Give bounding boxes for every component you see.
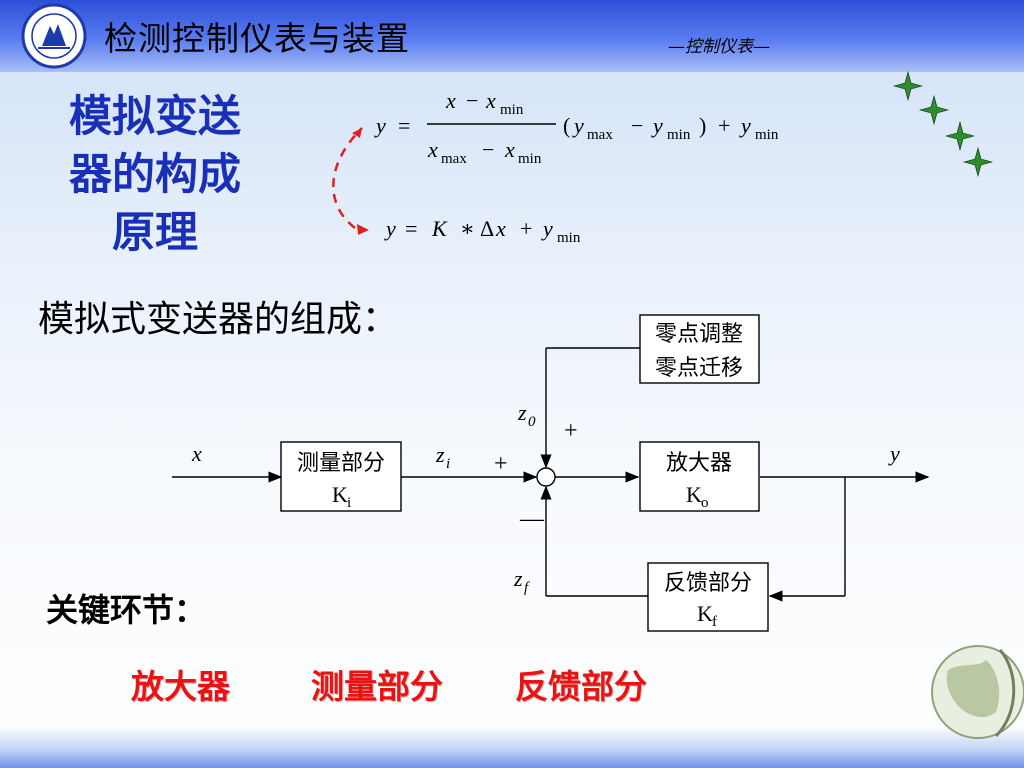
feedback-gain-sub: f	[712, 614, 717, 630]
eq1-ymax: y	[572, 113, 584, 138]
amp-gain: K	[686, 482, 702, 507]
key-label: 关键环节：	[46, 591, 207, 629]
dashed-arrow	[332, 127, 363, 229]
eq1-plus: +	[718, 113, 730, 138]
globe-continent	[946, 660, 1000, 718]
eq1-equals: =	[398, 113, 410, 138]
eq1-paren-open: (	[563, 113, 570, 138]
eq1-lhs: y	[374, 113, 386, 138]
zero-block	[639, 314, 760, 384]
eq2-y: y	[384, 216, 396, 241]
eq1-den-xmin: x	[504, 137, 515, 162]
zi-label: z	[435, 442, 445, 467]
amp-block-label: 放大器	[666, 451, 732, 476]
measure-block-label: 测量部分	[297, 451, 385, 476]
course-title: 检测控制仪表与装置	[104, 19, 410, 58]
eq1-den-sub-min: min	[518, 151, 542, 167]
arrow-head-up-icon	[352, 128, 362, 138]
eq1-num-xmin: x	[485, 88, 496, 113]
eq1-sub-min: min	[667, 127, 691, 143]
section-title: 模拟变送 器的构成 原理	[40, 88, 270, 262]
sign-left: +	[494, 451, 508, 477]
measure-block	[280, 441, 402, 512]
composition-title: 模拟式变送器的组成：	[38, 299, 399, 340]
z0-sub: 0	[528, 414, 536, 430]
star-icon	[962, 146, 994, 178]
summing-junction-icon	[536, 467, 556, 487]
eq1-num-minus: −	[466, 88, 478, 113]
zf-label: z	[513, 566, 523, 591]
key-item-feedback: 反馈部分	[515, 667, 647, 706]
key-item-measure: 测量部分	[311, 667, 443, 706]
eq2-plus: +	[520, 216, 532, 241]
bottom-band	[0, 726, 1024, 768]
decorative-stars	[892, 70, 994, 178]
zi-sub: i	[446, 456, 450, 472]
eq1-den-minus: −	[482, 137, 494, 162]
eq1-paren-close: )	[699, 113, 706, 138]
output-label: y	[888, 441, 900, 466]
dashed-curve	[332, 127, 363, 229]
eq1-sub-min2: min	[755, 127, 779, 143]
globe-icon	[931, 645, 1024, 739]
eq2-K: K	[431, 216, 448, 241]
section-title-line: 器的构成	[69, 150, 241, 200]
eq2-ymin: y	[541, 216, 553, 241]
sign-bottom: —	[519, 506, 545, 532]
star-icon	[892, 70, 924, 102]
zero-block-line1: 零点调整	[655, 322, 743, 347]
z0-label: z	[517, 400, 527, 425]
eq1-den-sub-max: max	[441, 151, 467, 167]
eq1-ymin: y	[651, 113, 663, 138]
globe-ring	[994, 648, 1016, 738]
key-item-amplifier: 放大器	[131, 667, 230, 706]
eq2-star: ∗	[460, 216, 475, 241]
course-subtitle: —控制仪表—	[668, 37, 770, 57]
zero-block-line2: 零点迁移	[655, 356, 743, 381]
header-bar: 检测控制仪表与装置 —控制仪表—	[0, 0, 1024, 72]
eq1-ymin2: y	[739, 113, 751, 138]
zf-sub: f	[524, 580, 530, 596]
eq2-equals: =	[405, 216, 417, 241]
formula-1: y = x − x min x max − x min ( y max − y …	[374, 88, 779, 167]
eq2-sub-min: min	[557, 230, 581, 246]
measure-gain-sub: i	[347, 495, 351, 511]
eq1-minus: −	[631, 113, 643, 138]
eq1-num-x: x	[445, 88, 456, 113]
sign-top: +	[564, 418, 578, 444]
eq2-delta: Δ	[480, 216, 494, 241]
eq1-sub-max: max	[587, 127, 613, 143]
feedback-block	[647, 562, 769, 632]
eq1-num-sub: min	[500, 102, 524, 118]
arrow-head-right-icon	[357, 224, 369, 235]
formula-2: y = K ∗ Δ x + y min	[384, 216, 581, 246]
feedback-block-label: 反馈部分	[664, 571, 752, 596]
eq1-den-x: x	[427, 137, 438, 162]
star-icon	[944, 120, 976, 152]
input-label: x	[191, 441, 202, 466]
measure-gain: K	[332, 482, 348, 507]
amp-block	[639, 441, 760, 512]
amp-gain-sub: o	[701, 495, 709, 511]
feedback-gain: K	[697, 601, 713, 626]
section-title-line: 模拟变送	[69, 92, 241, 142]
star-icon	[918, 94, 950, 126]
section-title-line: 原理	[112, 208, 198, 258]
eq2-x: x	[495, 216, 506, 241]
university-logo-icon	[21, 3, 87, 69]
